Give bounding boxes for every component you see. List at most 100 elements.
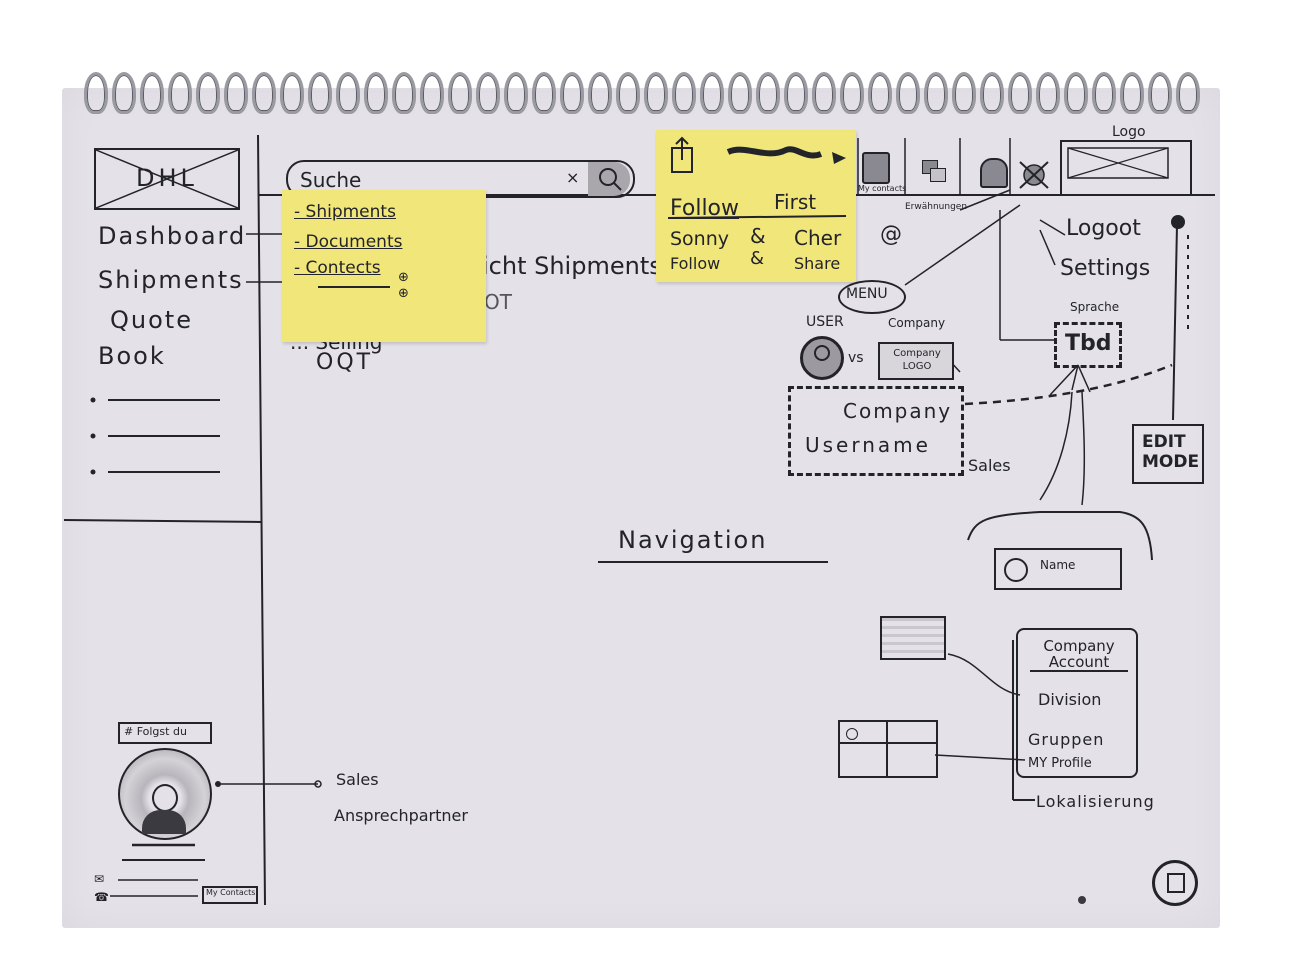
- search-input[interactable]: Suche ×: [286, 160, 635, 198]
- spiral-coil: [588, 72, 612, 114]
- clear-icon[interactable]: ×: [566, 168, 580, 187]
- sidebar-item-shipments[interactable]: Shipments: [98, 266, 244, 294]
- search-input-value: Suche: [300, 168, 362, 192]
- user-label: USER: [806, 314, 844, 330]
- following-badge[interactable]: # Folgst du: [118, 722, 212, 744]
- settings-option[interactable]: Settings: [1060, 256, 1151, 281]
- spiral-coil: [112, 72, 136, 114]
- contact-avatar[interactable]: [118, 748, 212, 840]
- edit-mode-button[interactable]: EDIT MODE: [1132, 424, 1204, 484]
- shipments-heading-faint: icht Shipments: [482, 252, 662, 280]
- ot-text-faint: OT: [484, 290, 512, 314]
- spiral-coil: [924, 72, 948, 114]
- add-icon[interactable]: ⊕: [398, 286, 409, 301]
- dropdown-placeholder-line: [318, 286, 390, 288]
- profile-icon: [1004, 558, 1028, 582]
- spiral-coil: [140, 72, 164, 114]
- spiral-coil: [504, 72, 528, 114]
- ampersand-label: &: [750, 224, 766, 248]
- spiral-coil: [392, 72, 416, 114]
- notes-icon[interactable]: [1152, 860, 1198, 906]
- sidebar-item-book[interactable]: Book: [98, 342, 166, 370]
- dhl-logo-box[interactable]: DHL: [94, 148, 240, 210]
- spiral-coil: [84, 72, 108, 114]
- org-item-gruppen[interactable]: Gruppen: [1028, 730, 1105, 749]
- search-icon[interactable]: [588, 162, 630, 196]
- first-label: First: [774, 190, 817, 214]
- dropdown-item-documents[interactable]: - Documents: [294, 232, 403, 252]
- logo-text: DHL: [136, 164, 198, 192]
- share-icon[interactable]: [656, 130, 856, 282]
- spiral-coil: [728, 72, 752, 114]
- follow-option-secondary[interactable]: Follow: [670, 254, 721, 273]
- my-contacts-button-label: My Contacts: [206, 888, 256, 897]
- spiral-coil: [308, 72, 332, 114]
- spiral-coil: [1036, 72, 1060, 114]
- notification-bell-icon[interactable]: [980, 158, 1008, 188]
- spiral-coil: [756, 72, 780, 114]
- cher-label: Cher: [794, 226, 842, 250]
- chat-icon[interactable]: [918, 158, 946, 184]
- company-logo-button[interactable]: Company LOGO: [878, 342, 954, 380]
- mail-icon[interactable]: ✉: [94, 872, 105, 886]
- logo-placeholder-cross: [1067, 147, 1169, 179]
- my-contacts-button[interactable]: My Contacts: [202, 886, 258, 904]
- spiral-coil: [168, 72, 192, 114]
- user-avatar-icon[interactable]: [800, 336, 844, 380]
- username-field: Username: [805, 433, 931, 457]
- spiral-coil: [560, 72, 584, 114]
- org-item-division[interactable]: Division: [1038, 690, 1102, 709]
- spiral-coil: [1176, 72, 1200, 114]
- language-label: Sprache: [1070, 300, 1120, 314]
- spiral-coil: [1092, 72, 1116, 114]
- follow-option[interactable]: Follow: [670, 196, 740, 221]
- search-dropdown: - Shipments - Documents - Contects ⊕ ⊕: [282, 190, 486, 342]
- menu-bubble: MENU: [838, 280, 906, 314]
- spiral-coil: [784, 72, 808, 114]
- logout-option[interactable]: Logoot: [1066, 216, 1141, 241]
- profile-list-thumbnail: [838, 720, 938, 778]
- sidebar-item-dashboard[interactable]: Dashboard: [98, 222, 247, 250]
- company-user-card[interactable]: Company Username: [788, 386, 964, 476]
- spiral-coil: [616, 72, 640, 114]
- name-profile-row[interactable]: Name: [994, 548, 1122, 590]
- org-item-my-profile[interactable]: MY Profile: [1028, 756, 1092, 771]
- spiral-coil: [364, 72, 388, 114]
- share-option[interactable]: Share: [794, 254, 841, 273]
- table-thumbnail: [880, 616, 946, 660]
- dropdown-item-contacts[interactable]: - Contects: [294, 258, 381, 278]
- share-follow-popup: Follow First Sonny & Cher Follow & Share: [656, 130, 856, 282]
- phone-icon[interactable]: ☎: [94, 890, 109, 904]
- mention-icon[interactable]: @: [880, 222, 902, 247]
- logo-placeholder-cross: [96, 150, 238, 208]
- spiral-coil: [840, 72, 864, 114]
- spiral-coil: [700, 72, 724, 114]
- logo-label: Logo: [1112, 124, 1146, 140]
- spiral-coil: [896, 72, 920, 114]
- sales-contact-label: Sales: [336, 770, 379, 789]
- sales-label: Sales: [968, 456, 1011, 475]
- erwaehnungen-label: Erwähnungen: [905, 202, 968, 212]
- profile-crossed-icon[interactable]: [1018, 160, 1050, 190]
- vs-label: vs: [848, 350, 864, 366]
- spiral-coil: [336, 72, 360, 114]
- org-item-company-account[interactable]: Company Account: [1030, 638, 1128, 672]
- company-field: Company: [843, 399, 953, 423]
- contacts-icon[interactable]: [862, 152, 890, 184]
- spiral-coil: [1148, 72, 1172, 114]
- spiral-coil: [1120, 72, 1144, 114]
- following-badge-label: # Folgst du: [124, 725, 187, 738]
- add-icon[interactable]: ⊕: [398, 270, 409, 285]
- spiral-coil: [224, 72, 248, 114]
- sidebar-item-quote[interactable]: Quote: [110, 306, 193, 334]
- localization-option[interactable]: Lokalisierung: [1036, 792, 1155, 811]
- spiral-coil: [1064, 72, 1088, 114]
- spiral-coil: [812, 72, 836, 114]
- page-title: Navigation: [618, 526, 768, 554]
- org-menu: Company Account Division Gruppen MY Prof…: [1016, 628, 1138, 778]
- spiral-coil: [952, 72, 976, 114]
- dropdown-item-shipments[interactable]: - Shipments: [294, 202, 396, 222]
- language-selector[interactable]: Tbd: [1054, 322, 1122, 368]
- company-logo-box[interactable]: [1060, 140, 1192, 196]
- sales-contact-role: Ansprechpartner: [334, 806, 468, 825]
